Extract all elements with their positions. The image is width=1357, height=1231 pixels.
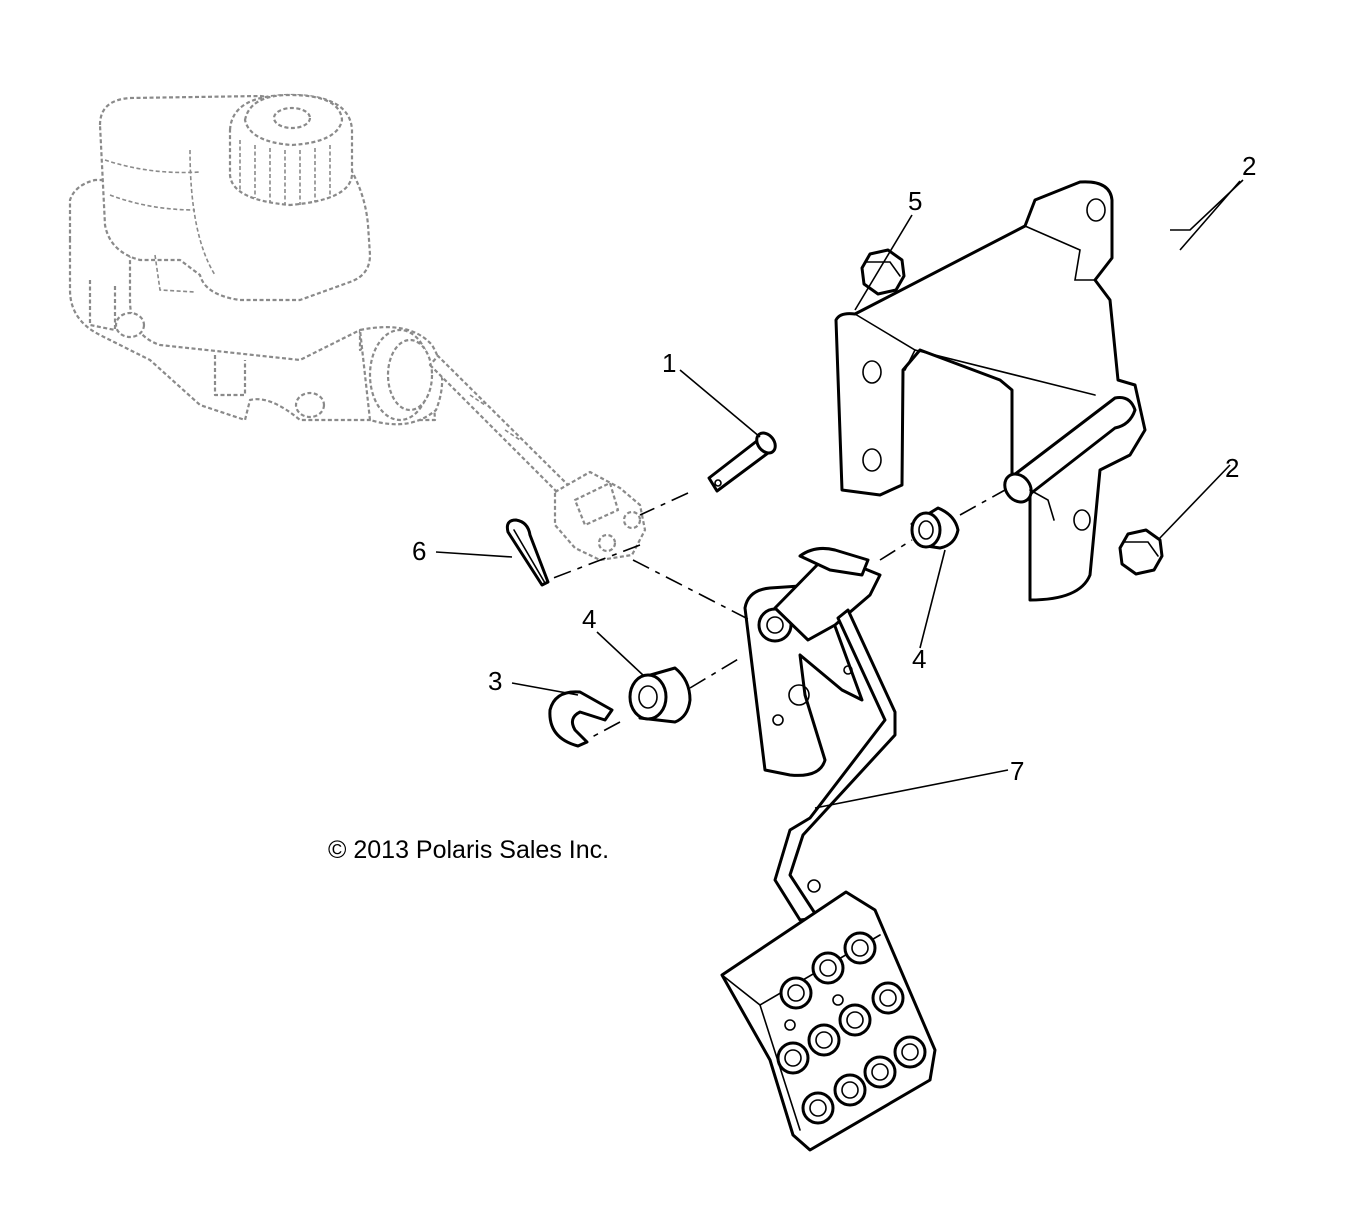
pedal-mount-bracket <box>834 180 1147 602</box>
brake-pedal <box>720 547 937 1152</box>
callout-5: 5 <box>908 186 922 216</box>
callout-1: 1 <box>662 348 676 378</box>
callout-2-upper: 2 <box>1242 151 1256 181</box>
clevis-pin <box>707 431 777 493</box>
flange-nut-lower <box>1118 528 1164 576</box>
callout-7: 7 <box>1010 756 1024 786</box>
callout-4-left: 4 <box>582 604 596 634</box>
callout-6: 6 <box>412 536 426 566</box>
copyright-notice: © 2013 Polaris Sales Inc. <box>328 836 609 864</box>
assembly-centerlines <box>547 489 1006 738</box>
push-rod <box>428 354 570 497</box>
leader-lines <box>435 179 1244 809</box>
e-clip <box>548 690 614 748</box>
bushing-left <box>628 666 692 724</box>
bushing-right <box>910 506 960 550</box>
callout-numbers: 1 2 2 3 4 4 5 6 7 <box>412 151 1256 786</box>
callout-3: 3 <box>488 666 502 696</box>
callout-2-lower: 2 <box>1225 453 1239 483</box>
cotter-pin <box>505 518 550 587</box>
master-cylinder <box>68 93 444 426</box>
callout-4-right: 4 <box>912 644 926 674</box>
clevis <box>553 470 647 562</box>
pedal-pad-holes <box>776 879 927 1125</box>
